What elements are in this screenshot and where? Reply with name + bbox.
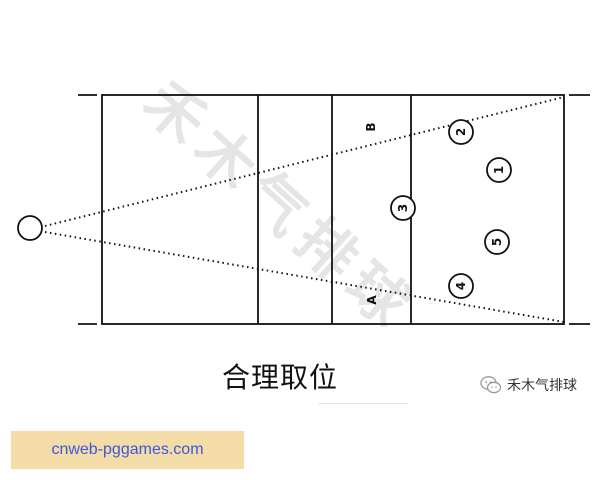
- player-circle: [484, 229, 510, 255]
- wechat-account-name: 禾木气排球: [507, 378, 577, 394]
- player-marker-4: 4: [448, 273, 474, 299]
- player-markers: 1 2 3 4 5: [390, 119, 512, 299]
- diagram-caption: 合理取位: [222, 361, 339, 394]
- site-banner[interactable]: cnweb-pggames.com: [11, 431, 244, 469]
- zone-label-a: A: [365, 295, 379, 305]
- player-marker-1: 1: [486, 157, 512, 183]
- player-marker-2: 2: [448, 119, 474, 145]
- player-number: 3: [396, 204, 410, 212]
- angle-lines: [44, 96, 565, 323]
- zone-label-b: B: [364, 122, 378, 131]
- player-circle: [448, 119, 474, 145]
- player-circle: [390, 195, 416, 221]
- player-marker-3: 3: [390, 195, 416, 221]
- player-number: 5: [490, 238, 504, 246]
- player-number: 1: [492, 166, 506, 174]
- player-marker-5: 5: [484, 229, 510, 255]
- watermark-text: 禾木气排球: [131, 68, 429, 346]
- player-number: 2: [454, 128, 468, 136]
- wechat-account: 禾木气排球: [480, 374, 577, 396]
- player-circle: [448, 273, 474, 299]
- ball: [17, 215, 43, 241]
- player-number: 4: [454, 282, 468, 290]
- caption-underline: [318, 403, 408, 404]
- site-url-link[interactable]: cnweb-pggames.com: [51, 441, 204, 458]
- wechat-icon: [480, 376, 502, 394]
- court-extension-marks: [78, 94, 590, 325]
- player-circle: [486, 157, 512, 183]
